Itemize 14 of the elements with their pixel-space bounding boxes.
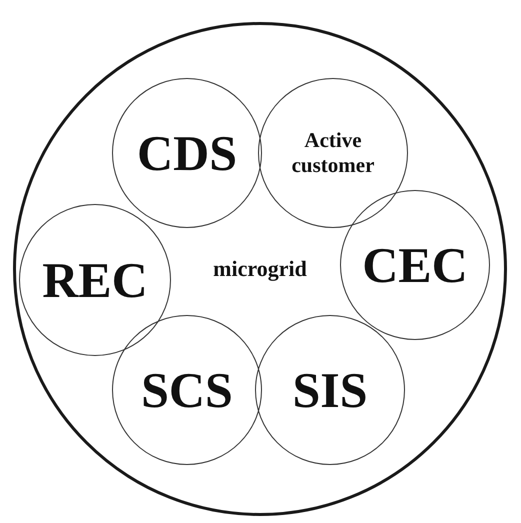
circle-label: SIS [292, 361, 368, 420]
overlapping-circle [112, 78, 262, 228]
overlapping-circle [340, 190, 490, 340]
circle-label: CEC [362, 236, 468, 295]
circle-label: Active customer [290, 128, 376, 178]
overlapping-circle [258, 78, 408, 228]
circle-label: SCS [141, 361, 233, 420]
center-label: microgrid [213, 256, 307, 282]
overlapping-circle [112, 315, 262, 465]
overlapping-circle [255, 315, 405, 465]
overlapping-circle [19, 204, 171, 356]
outer-circle [13, 22, 507, 516]
circle-label: CDS [136, 124, 238, 183]
circle-label: REC [42, 251, 148, 310]
